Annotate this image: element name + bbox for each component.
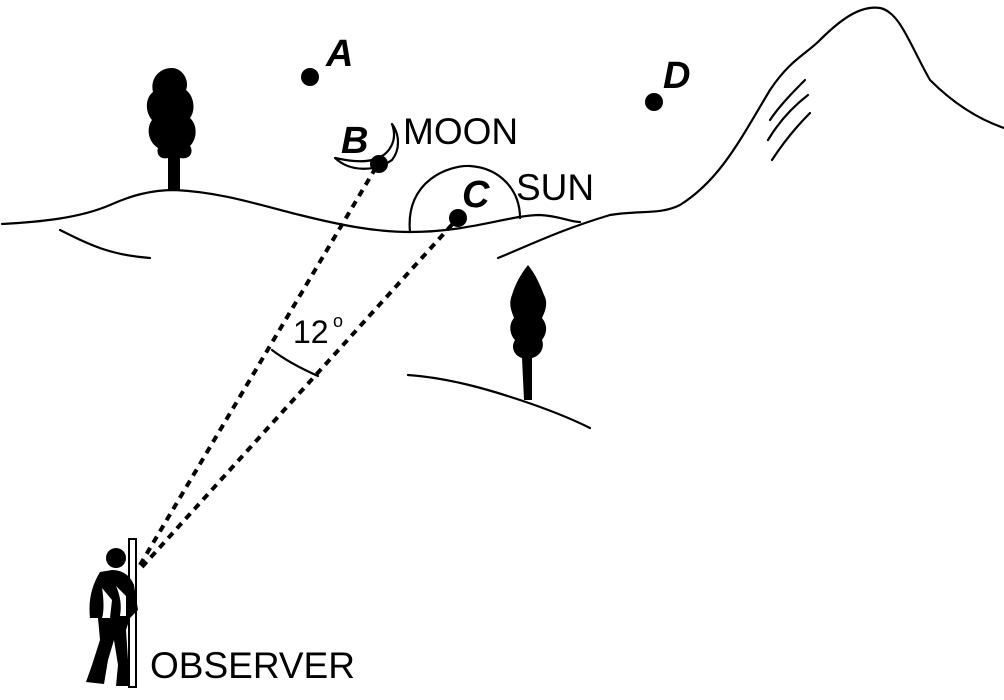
observer-figure [86,538,138,688]
sun [408,164,522,234]
tree-right [510,265,547,400]
point-d-dot [645,93,663,111]
point-b-label: B [341,120,368,162]
angle-arc [270,348,320,378]
mountain-crevice-3 [770,111,812,162]
foreground-hill [406,373,592,430]
observer-label: OBSERVER [150,645,355,686]
terrain [0,6,1004,430]
mountain-crevice-2 [766,93,810,142]
mountain-crevice-1 [768,78,807,122]
point-a-label: A [325,33,353,75]
tree-left [146,68,196,190]
point-a-dot [301,68,319,86]
sight-line-moon [138,162,380,567]
angle-unit: o [333,311,343,331]
point-c-dot [449,209,467,227]
point-b-dot [370,155,388,173]
sight-line-sun [140,216,460,569]
sun-disk [408,164,522,234]
point-c-label: C [462,174,490,216]
angle-value: 12 [293,314,329,350]
sun-label: SUN [516,167,594,208]
point-d-label: D [663,55,690,97]
mountain-ridge [496,6,1004,260]
left-hill-ridge [0,188,582,234]
left-hill-lower-edge [58,228,152,260]
moon-label: MOON [403,111,518,152]
